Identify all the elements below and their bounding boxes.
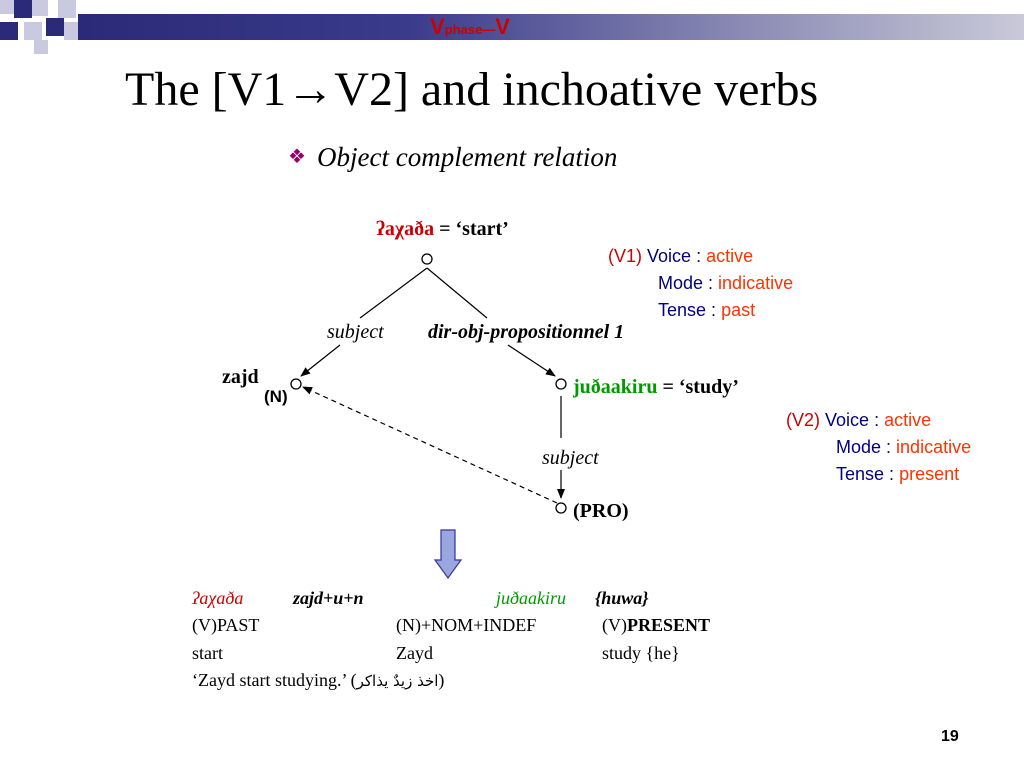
translation-close: ) <box>438 670 445 690</box>
edge-dirobj-to-study <box>507 344 556 377</box>
translation-arabic: اخذ زيدٌ يذاكر <box>356 672 439 690</box>
deco-square <box>64 22 78 40</box>
deco-square <box>46 18 64 36</box>
edge-root-to-zajd <box>359 267 428 319</box>
root-gloss: = ‘start’ <box>434 218 509 240</box>
v2-mode-value: indicative <box>896 437 972 457</box>
page-number: 19 <box>941 728 959 745</box>
v1-mode-value: indicative <box>718 273 794 293</box>
v2-voice-value: active <box>884 410 932 430</box>
deco-square <box>0 22 18 40</box>
study-gloss: = ‘study’ <box>657 376 739 398</box>
study-word: juðaakiru <box>573 376 658 398</box>
pro-node-label: (PRO) <box>573 500 629 522</box>
phase-label-sub: phase— <box>444 22 496 37</box>
v1-row-tense: Tense : past <box>608 297 793 324</box>
header-band <box>0 0 1024 54</box>
gloss-r1-c4: {huwa} <box>595 588 649 608</box>
study-node-label: juðaakiru = ‘study’ <box>573 376 739 399</box>
phase-label-v2: V <box>495 14 510 39</box>
gloss-r2-c1: (V)PAST <box>192 615 260 635</box>
zajd-tag: (N) <box>264 387 288 406</box>
gloss-r3-c3: study {he} <box>602 643 680 663</box>
deco-square <box>24 22 42 40</box>
zajd-word: zajd <box>222 366 259 388</box>
gloss-r3-c1: start <box>192 643 223 663</box>
gloss-r2-c3-tense: PRESENT <box>627 615 711 635</box>
edge-label-subject-1: subject <box>327 321 384 343</box>
edge-root-to-study <box>426 267 488 319</box>
translation-text: ‘Zayd start studying.’ ( <box>192 670 357 690</box>
root-word: ʔaχaða <box>376 218 435 240</box>
subtitle: Object complement relation <box>317 142 618 172</box>
v2-row-tense: Tense : present <box>786 461 971 488</box>
gloss-r2-c3-tag: (V) <box>602 615 627 635</box>
edge-label-subject-2: subject <box>542 447 599 469</box>
down-arrow-icon <box>433 529 463 580</box>
deco-square <box>32 0 48 16</box>
four-diamond-bullet-icon: ❖ <box>288 146 306 168</box>
v1-voice-value: active <box>706 246 754 266</box>
title-gradient-bar <box>78 14 1024 40</box>
v2-tense-key: Tense : <box>836 464 895 484</box>
v2-row-voice: (V2) Voice : active <box>786 407 971 434</box>
gloss-translation: ‘Zayd start studying.’ (اخذ زيدٌ يذاكر) <box>192 670 444 691</box>
edge-label-dirobj: dir-obj-propositionnel 1 <box>428 321 625 343</box>
deco-square <box>34 40 48 54</box>
edge-subject-to-zajd <box>300 344 341 377</box>
phase-label-v1: V <box>430 14 445 39</box>
v2-row-mode: Mode : indicative <box>786 434 971 461</box>
v2-voice-key: Voice : <box>825 410 880 430</box>
v1-label: (V1) <box>608 246 643 266</box>
phase-label: Vphase—V <box>430 14 510 40</box>
study-node-circle <box>555 378 567 390</box>
root-node-label: ʔaχaða = ‘start’ <box>376 218 509 241</box>
v2-features: (V2) Voice : active Mode : indicative Te… <box>786 407 971 488</box>
gloss-r3-c2: Zayd <box>396 643 433 663</box>
v1-voice-key: Voice : <box>647 246 702 266</box>
v2-tense-value: present <box>899 464 960 484</box>
v1-tense-key: Tense : <box>658 300 717 320</box>
coreference-dashed-arrow <box>302 386 558 504</box>
gloss-r2-c2: (N)+NOM+INDEF <box>396 615 537 635</box>
gloss-r2-c3: (V)PRESENT <box>602 615 710 636</box>
v1-row-mode: Mode : indicative <box>608 270 793 297</box>
v1-mode-key: Mode : <box>658 273 714 293</box>
deco-square <box>58 0 76 18</box>
gloss-r1-c3: juðaakiru <box>496 588 566 608</box>
v1-features: (V1) Voice : active Mode : indicative Te… <box>608 243 793 324</box>
deco-square <box>0 0 14 14</box>
gloss-r1-c1: ʔaχaða <box>192 588 244 608</box>
zajd-node-circle <box>290 378 302 390</box>
v1-row-voice: (V1) Voice : active <box>608 243 793 270</box>
v2-mode-key: Mode : <box>836 437 892 457</box>
pro-node-circle <box>555 502 567 514</box>
v2-label: (V2) <box>786 410 821 430</box>
deco-square <box>14 0 32 18</box>
root-node-circle <box>421 253 433 265</box>
gloss-r1-c2: zajd+u+n <box>293 588 364 608</box>
v1-tense-value: past <box>721 300 756 320</box>
slide-title: The [V1→V2] and inchoative verbs <box>125 63 819 116</box>
